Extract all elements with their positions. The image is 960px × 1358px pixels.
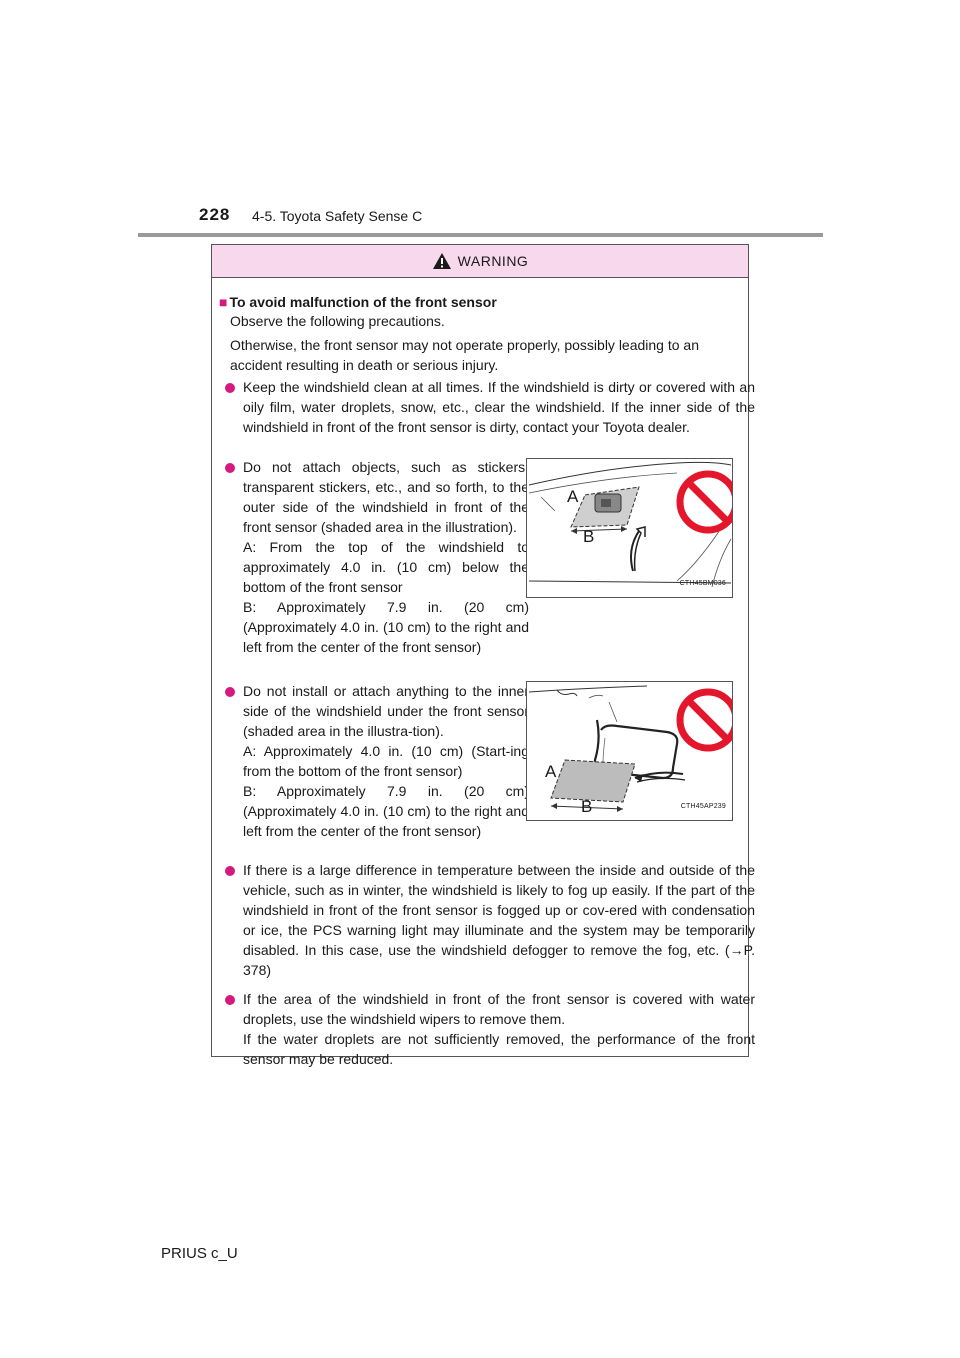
label-a: A <box>567 487 579 506</box>
bullet-dot-icon <box>225 687 235 697</box>
inner-windshield-drawing <box>528 685 740 812</box>
footer-model: PRIUS c_U <box>161 1245 238 1262</box>
bullet-temperature-body: If there is a large difference in temper… <box>243 862 755 958</box>
label-a: A <box>545 762 557 781</box>
intro-paragraph-1: Observe the following precautions. <box>230 313 445 329</box>
warning-heading: ■To avoid malfunction of the front senso… <box>219 292 739 312</box>
outer-windshield-drawing <box>528 461 740 588</box>
bullet-no-install-intro: Do not install or attach anything to the… <box>243 683 529 739</box>
bullet-keep-clean-text: Keep the windshield clean at all times. … <box>243 379 755 435</box>
header-rule <box>138 233 823 237</box>
page-number: 228 <box>199 205 231 224</box>
bullet-water-droplets-p2: If the water droplets are not sufficient… <box>243 1031 755 1067</box>
bullet-temperature-text: If there is a large difference in temper… <box>243 860 755 980</box>
bullet-dot-icon <box>225 995 235 1005</box>
label-b: B <box>581 797 593 816</box>
square-bullet-icon: ■ <box>219 294 228 310</box>
illustration-code: CTH45AP239 <box>680 803 726 810</box>
bullet-no-stickers-text: Do not attach objects, such as stickers,… <box>243 457 529 657</box>
bullet-no-install-b: B: Approximately 7.9 in. (20 cm) (Approx… <box>243 783 529 839</box>
warning-label: WARNING <box>457 253 529 269</box>
warning-triangle-icon <box>432 253 451 269</box>
page-reference: P. 378) <box>243 942 755 978</box>
bullet-dot-icon <box>225 866 235 876</box>
bullet-no-install-text: Do not install or attach anything to the… <box>243 681 529 841</box>
section-title: 4-5. Toyota Safety Sense C <box>252 208 423 224</box>
warning-box: WARNING ■To avoid malfunction of the fro… <box>211 244 755 1067</box>
illustration-inner-windshield: A B CTH45AP239 <box>526 681 740 821</box>
bullet-water-droplets-text: If the area of the windshield in front o… <box>243 989 755 1069</box>
intro-paragraph-2: Otherwise, the front sensor may not oper… <box>230 337 699 373</box>
bullet-dot-icon <box>225 463 235 473</box>
bullet-water-droplets-p1: If the area of the windshield in front o… <box>243 991 755 1027</box>
bullet-dot-icon <box>225 383 235 393</box>
warning-heading-text: To avoid malfunction of the front sensor <box>229 294 497 310</box>
bullet-no-install-a: A: Approximately 4.0 in. (10 cm) (Start-… <box>243 743 529 779</box>
bullet-no-stickers-b: B: Approximately 7.9 in. (20 cm) (Approx… <box>243 599 529 655</box>
bullet-no-stickers-a: A: From the top of the windshield to app… <box>243 539 529 595</box>
warning-header: WARNING <box>212 245 748 278</box>
illustration-code: CTH45BM036 <box>679 580 726 587</box>
bullet-no-stickers-intro: Do not attach objects, such as stickers,… <box>243 459 529 535</box>
label-b: B <box>583 527 595 546</box>
illustration-outer-windshield: A B CTH45BM036 <box>526 458 740 598</box>
arrow-right-icon: → <box>729 942 744 958</box>
warning-content: ■To avoid malfunction of the front senso… <box>212 277 755 1067</box>
